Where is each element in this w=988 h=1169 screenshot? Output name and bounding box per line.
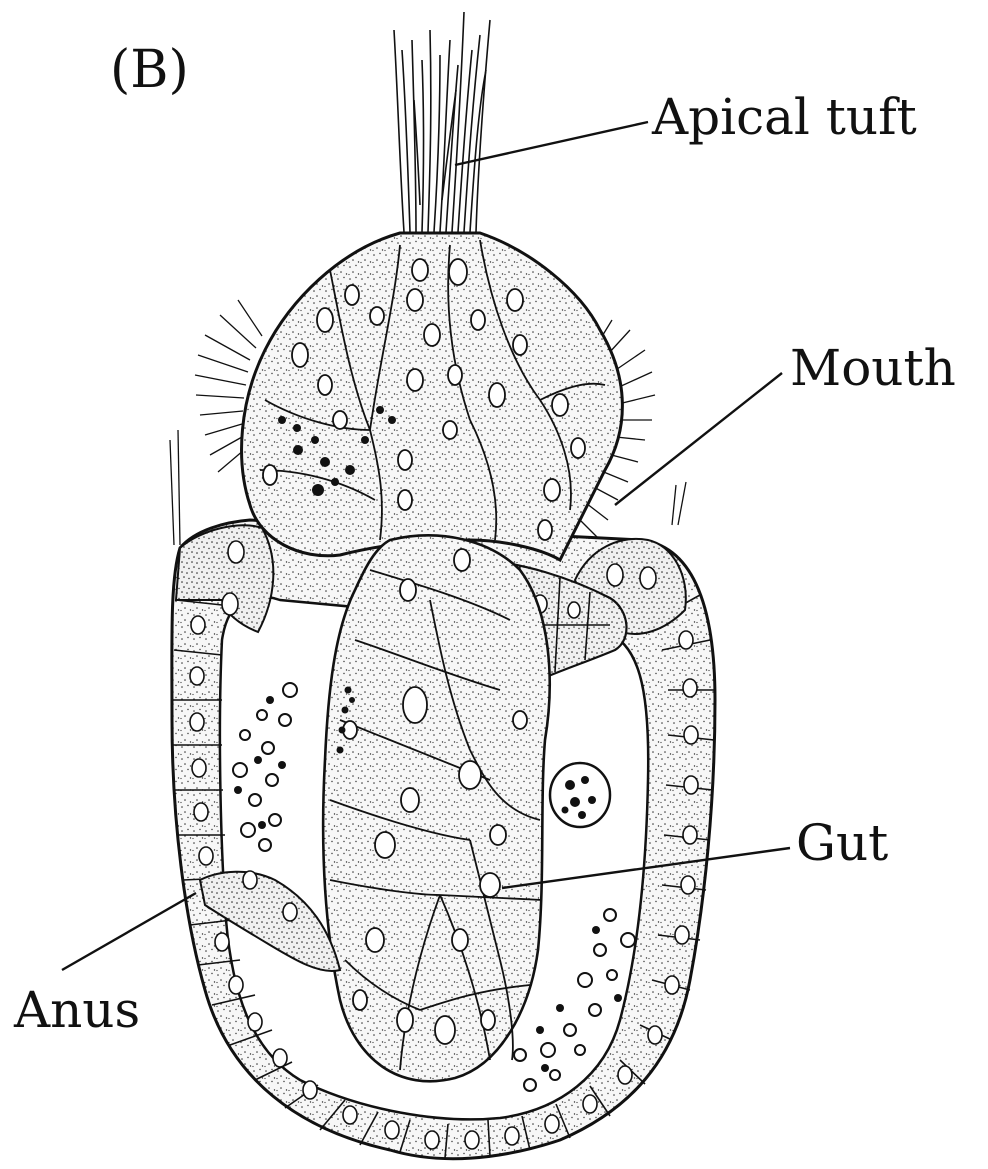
nucleus: [607, 564, 623, 586]
nucleus: [222, 593, 238, 615]
label-mouth: Mouth: [790, 343, 956, 393]
leader-apical-tuft: [455, 122, 648, 165]
label-apical-tuft: Apical tuft: [652, 92, 917, 142]
vesicle: [550, 763, 610, 827]
panel-label: (B): [110, 44, 189, 96]
nucleus: [228, 541, 244, 563]
apical-tuft: [394, 12, 490, 232]
label-anus: Anus: [14, 985, 140, 1035]
label-gut: Gut: [796, 818, 888, 868]
nucleus: [243, 871, 257, 889]
nucleus: [283, 903, 297, 921]
leader-anus: [62, 893, 196, 970]
nucleus: [640, 567, 656, 589]
